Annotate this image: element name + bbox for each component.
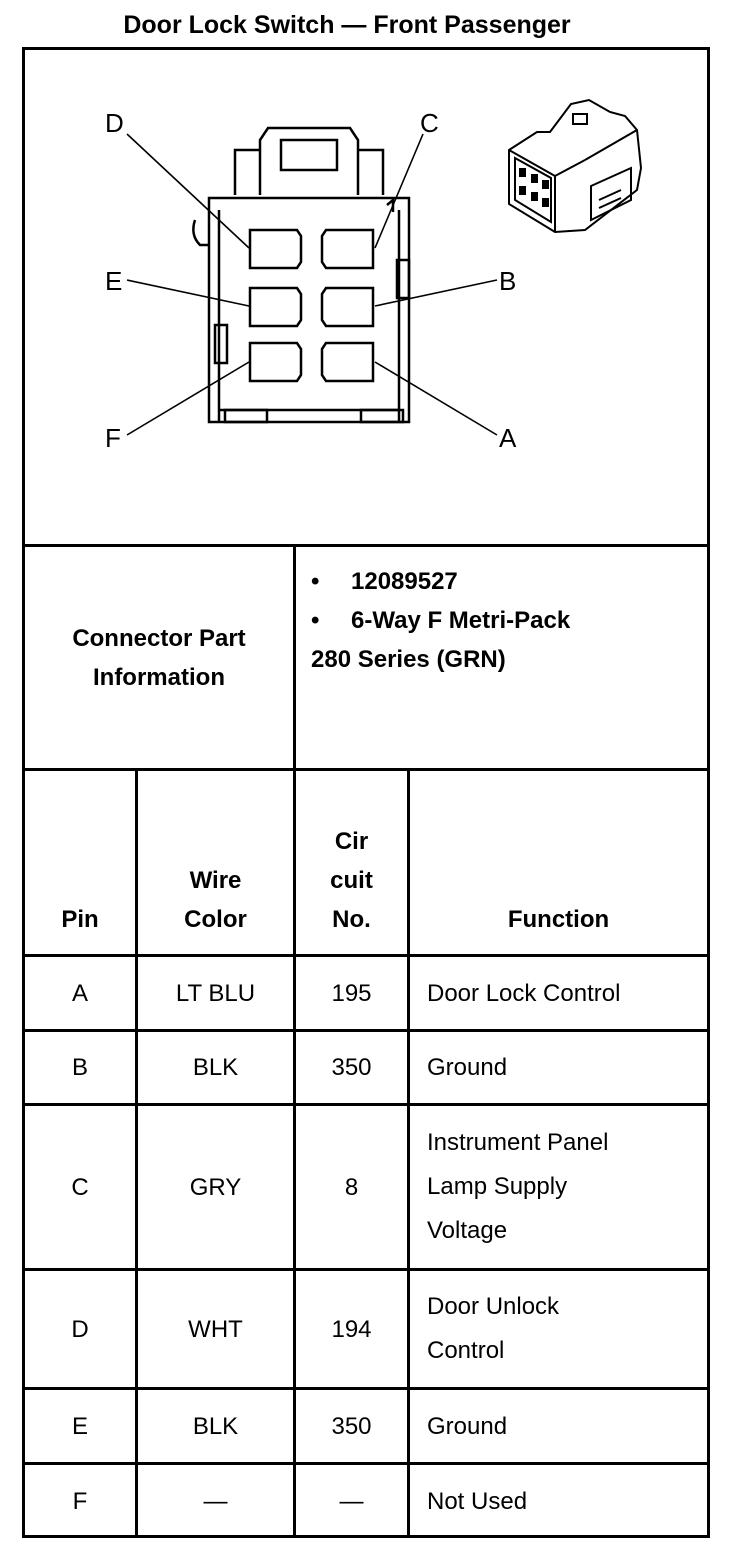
- table-cell-wire-color: WHT: [188, 1315, 243, 1343]
- connector-thumbnail: [508, 98, 643, 234]
- foot-left: [223, 408, 269, 424]
- table-cell-circuit: —: [339, 1488, 364, 1515]
- table-cell-wire-color: BLK: [192, 1412, 239, 1440]
- key-right: [395, 258, 411, 300]
- latch-rails: [233, 148, 385, 195]
- function-text: Voltage: [427, 1217, 508, 1244]
- part-number-item: • 12089527: [311, 562, 707, 601]
- divider: [25, 544, 707, 547]
- table-cell-function: Ground: [410, 1032, 707, 1103]
- cavity-f: [248, 341, 303, 383]
- function-text: Lamp Supply: [427, 1173, 568, 1200]
- pin-label-e: E: [105, 266, 122, 296]
- table-cell-circuit: 350: [331, 1054, 372, 1081]
- part-number: 12089527: [351, 568, 458, 595]
- table-cell-wire-color: GRY: [189, 1173, 242, 1201]
- divider: [25, 1268, 707, 1271]
- divider: [25, 1387, 707, 1390]
- function-text: Ground: [427, 1412, 508, 1440]
- table-cell-pin: A: [71, 979, 88, 1007]
- bullet-icon: •: [311, 607, 320, 634]
- divider: [25, 1103, 707, 1106]
- key-left: [213, 323, 229, 365]
- table-cell-wire-color: —: [203, 1488, 228, 1515]
- pin-label-b: B: [499, 266, 516, 296]
- column-header-circuit-line2: cuit: [330, 867, 373, 894]
- function-text: Door Unlock: [427, 1293, 560, 1320]
- leader-lines: [126, 133, 498, 436]
- function-text: Door Lock Control: [427, 979, 621, 1007]
- function-text: Control: [427, 1337, 505, 1364]
- pin-label-f: F: [105, 423, 121, 453]
- housing-notch: [192, 219, 209, 247]
- pin-label-d: D: [105, 108, 124, 138]
- table-cell-function: Door Lock Control: [410, 957, 707, 1029]
- cavity-b: [320, 286, 375, 328]
- column-header-circuit-line1: Cir: [334, 828, 369, 855]
- connector-description-line1: 6-Way F Metri-Pack: [351, 607, 571, 634]
- latch-tab: [279, 138, 339, 172]
- bullet-icon: •: [311, 568, 320, 595]
- table-cell-wire-color: LT BLU: [175, 979, 256, 1007]
- divider: [293, 544, 296, 1538]
- connector-face-diagram: D C E B F A: [105, 98, 643, 453]
- table-cell-function: Door Unlock Control: [410, 1271, 707, 1387]
- table-cell-function: Instrument Panel Lamp Supply Voltage: [410, 1106, 707, 1268]
- function-text: Instrument Panel: [427, 1129, 609, 1156]
- cavity-c: [320, 228, 375, 270]
- column-header-circuit-no: Cir cuit No.: [296, 771, 407, 954]
- table-cell-function: Not Used: [410, 1465, 707, 1538]
- function-text: Not Used: [427, 1488, 528, 1515]
- table-cell-circuit: 8: [344, 1173, 359, 1201]
- connector-description-line2: 280 Series (GRN): [311, 646, 506, 673]
- column-header-pin-text: Pin: [61, 906, 99, 933]
- connector-info-label-line2: Information: [92, 663, 225, 691]
- pin-label-c: C: [420, 108, 439, 138]
- divider: [25, 1462, 707, 1465]
- table-cell-pin: C: [71, 1173, 89, 1201]
- table-cell-circuit: 350: [331, 1412, 372, 1440]
- housing-outline: [207, 196, 411, 424]
- cavity-e: [248, 286, 303, 328]
- table-cell-pin: D: [71, 1315, 89, 1343]
- connector-info-label-line1: Connector Part: [72, 624, 246, 652]
- page-title: Door Lock Switch — Front Passenger: [123, 11, 571, 39]
- table-cell-circuit: 194: [331, 1315, 372, 1343]
- column-header-pin: Pin: [25, 771, 135, 954]
- latch-outline: [258, 126, 360, 195]
- divider: [25, 954, 707, 957]
- column-header-function: Function: [410, 771, 707, 954]
- column-header-function-text: Function: [507, 906, 610, 933]
- table-cell-function: Ground: [410, 1390, 707, 1462]
- column-header-wire-color-line1: Wire: [189, 867, 242, 894]
- cavity-d: [248, 228, 303, 270]
- connector-info-label: Connector Part Information: [25, 547, 293, 768]
- thumbnail-cavities: [519, 168, 549, 207]
- terminal-cavities: [248, 228, 375, 383]
- divider: [25, 1029, 707, 1032]
- table-cell-pin: B: [71, 1054, 88, 1081]
- function-text: Ground: [427, 1054, 508, 1081]
- housing-inner-walls: [217, 210, 401, 422]
- table-cell-pin: E: [71, 1412, 88, 1440]
- column-header-circuit-line3: No.: [332, 906, 371, 933]
- divider: [25, 768, 707, 771]
- pin-label-a: A: [499, 423, 517, 453]
- table-cell-pin: F: [72, 1488, 88, 1515]
- connector-info-details: • 12089527 • 6-Way F Metri-Pack 280 Seri…: [296, 547, 707, 768]
- table-cell-circuit: 195: [331, 979, 372, 1007]
- cavity-a: [320, 341, 375, 383]
- column-header-wire-color-line2: Color: [184, 906, 247, 933]
- divider: [407, 768, 410, 1538]
- column-header-wire-color: Wire Color: [138, 771, 293, 954]
- description-item: • 6-Way F Metri-Pack: [311, 601, 707, 640]
- table-cell-wire-color: BLK: [192, 1054, 239, 1081]
- foot-right: [359, 408, 405, 424]
- connector-frame: D C E B F A: [22, 47, 710, 1538]
- corner-tick: [386, 197, 395, 212]
- divider: [135, 768, 138, 1538]
